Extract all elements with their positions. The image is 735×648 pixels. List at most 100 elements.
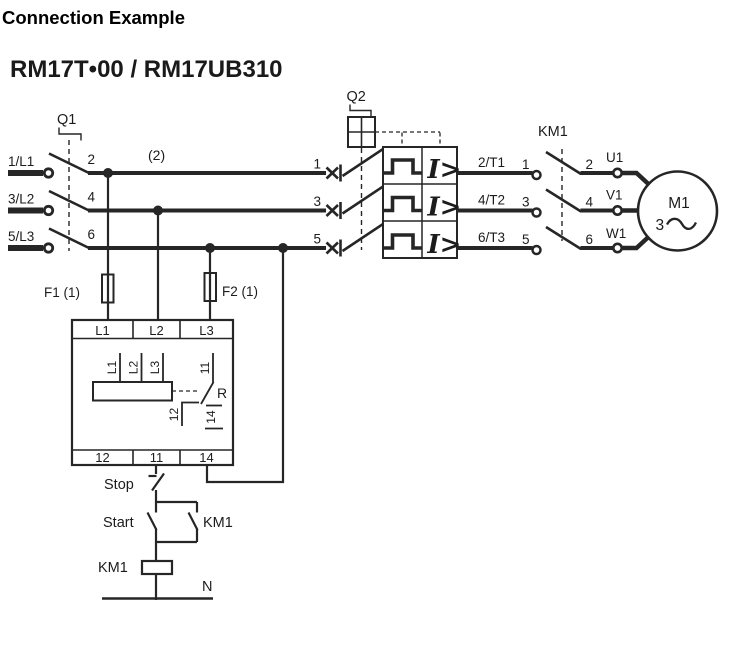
km1-coil: KM1 xyxy=(98,559,174,576)
q1-out-label-6: 6 xyxy=(88,227,96,242)
fuse-f2-label: F2 (1) xyxy=(222,284,258,299)
km1-label: KM1 xyxy=(538,124,568,140)
q2-in-label-3: 3 xyxy=(314,194,322,209)
motor-m1: M1 3 xyxy=(636,170,719,252)
relay-output-label-r: R xyxy=(217,385,227,401)
note-2-label: (2) xyxy=(148,147,165,163)
supply-terminal-circle-l1 xyxy=(42,167,55,179)
q2-label: Q2 xyxy=(347,89,366,105)
q1-out-label-4: 4 xyxy=(88,190,96,205)
q2-breaker: Q2 1 I> 2/T1 3 xyxy=(314,89,533,260)
motor-phase-count: 3 xyxy=(656,217,665,234)
q1-switch: Q1 1/L1 2 3/L2 4 5/L3 6 xyxy=(8,112,326,254)
q1-out-label-2: 2 xyxy=(88,152,96,167)
q2-blade-2 xyxy=(341,185,384,215)
km1-coil-label: KM1 xyxy=(98,560,128,576)
q2-in-label-1: 1 xyxy=(314,157,322,172)
q2-contact-x-3b xyxy=(325,241,339,255)
product-reference: RM17T•00 / RM17UB310 xyxy=(10,56,283,83)
q2-out-label-t3: 6/T3 xyxy=(478,230,505,245)
stop-label: Stop xyxy=(104,477,134,493)
q2-blade-3 xyxy=(341,222,384,253)
start-contact-blade xyxy=(146,511,158,531)
relay-supply-drops: F1 (1) F2 (1) xyxy=(44,173,285,484)
q2-out-label-t1: 2/T1 xyxy=(478,155,505,170)
fuse-f2-symbol xyxy=(203,272,217,302)
supply-terminal-label-l1: 1/L1 xyxy=(8,154,34,169)
q1-pole-1: 1/L1 2 xyxy=(8,152,326,179)
start-label: Start xyxy=(103,515,134,531)
km1-blade-2 xyxy=(545,188,582,213)
motor-circle xyxy=(636,170,719,252)
motor-lead-u1 xyxy=(622,170,651,187)
aux-contact-blade xyxy=(187,511,199,531)
q2-pole-3: 5 I> 6/T3 xyxy=(314,222,533,260)
thermal-trip-symbol-1 xyxy=(383,158,422,175)
start-button: Start xyxy=(103,502,158,542)
km1-in-label-5: 5 xyxy=(522,232,530,247)
thermal-trip-symbol-2 xyxy=(383,195,422,213)
km1-coil-symbol xyxy=(140,559,174,576)
control-circuit: Stop Start KM1 KM1 N xyxy=(98,465,233,600)
q1-blade-2 xyxy=(48,189,90,212)
relay-internal-label-l3: L3 xyxy=(148,361,162,375)
motor-terminal-label-v1: V1 xyxy=(606,188,623,203)
km1-in-terminal-3 xyxy=(531,207,542,218)
km1-out-label-4: 4 xyxy=(586,195,594,210)
q2-contact-x-1b xyxy=(325,166,339,180)
km1-in-label-3: 3 xyxy=(522,195,530,210)
relay-terminal-l3: L3 xyxy=(199,323,213,338)
motor-terminal-circle-w1 xyxy=(611,242,623,254)
relay-terminal-l1: L1 xyxy=(95,323,109,338)
km1-in-terminal-5 xyxy=(531,244,542,256)
ac-waveform-icon xyxy=(665,217,698,231)
relay-body xyxy=(70,318,235,467)
motor-terminal-label-u1: U1 xyxy=(606,150,623,165)
q1-blade-3 xyxy=(48,227,90,250)
relay-contact-nc-lead xyxy=(181,401,199,426)
relay-terminal-12: 12 xyxy=(95,450,109,465)
terminal14-return-wire xyxy=(205,248,285,484)
q2-out-label-t2: 4/T2 xyxy=(478,193,505,208)
km1-holding-contact: KM1 xyxy=(187,502,233,542)
q1-blade-1 xyxy=(48,152,90,175)
q1-pole-2: 3/L2 4 xyxy=(8,189,326,217)
km1-pole-3: 5 6 W1 xyxy=(522,225,651,256)
motor-terminal-label-w1: W1 xyxy=(606,226,626,241)
q2-bracket xyxy=(349,104,372,117)
relay-terminal-14: 14 xyxy=(199,450,213,465)
q2-blade-1 xyxy=(341,147,384,178)
km1-pole-1: 1 2 U1 xyxy=(522,150,651,187)
km1-in-label-1: 1 xyxy=(522,157,530,172)
q2-pole-1: 1 I> 2/T1 xyxy=(314,147,533,185)
q1-label: Q1 xyxy=(57,112,76,128)
relay-internal-schematic: L1 L2 L3 11 R 12 14 xyxy=(92,353,227,430)
km1-aux-label: KM1 xyxy=(203,515,233,531)
motor-name: M1 xyxy=(668,195,690,212)
magnetic-trip-symbol-1: I> xyxy=(427,155,462,185)
km1-in-terminal-1 xyxy=(531,169,542,181)
fuse-f1-symbol xyxy=(101,273,115,304)
supply-terminal-circle-l2 xyxy=(42,204,55,217)
q2-in-label-5: 5 xyxy=(314,232,322,247)
q2-contact-x-2b xyxy=(325,204,339,217)
relay-contact-blade xyxy=(200,381,215,405)
km1-out-label-6: 6 xyxy=(586,232,594,247)
thermal-trip-symbol-3 xyxy=(383,233,422,250)
relay-contact-label-14: 14 xyxy=(204,410,218,424)
stop-button: Stop xyxy=(104,472,165,493)
supply-terminal-label-l3: 5/L3 xyxy=(8,229,34,244)
km1-contactor: KM1 1 2 U1 3 4 V1 5 6 xyxy=(522,124,651,256)
motor-terminal-circle-v1 xyxy=(611,205,623,217)
page-title: Connection Example xyxy=(2,7,185,28)
relay-terminal-l2: L2 xyxy=(149,323,163,338)
relay-contact-label-11: 11 xyxy=(198,361,212,374)
fuse-f1-label: F1 (1) xyxy=(44,285,80,300)
km1-pole-2: 3 4 V1 xyxy=(522,188,640,218)
supply-terminal-label-l2: 3/L2 xyxy=(8,192,34,207)
relay-internal-label-l1: L1 xyxy=(105,361,119,375)
q2-pole-2: 3 I> 4/T2 xyxy=(314,185,533,223)
rm17-relay: L1 L2 L3 12 11 14 L1 L2 L3 11 R 12 14 xyxy=(70,318,235,467)
relay-terminal-11: 11 xyxy=(150,450,164,465)
